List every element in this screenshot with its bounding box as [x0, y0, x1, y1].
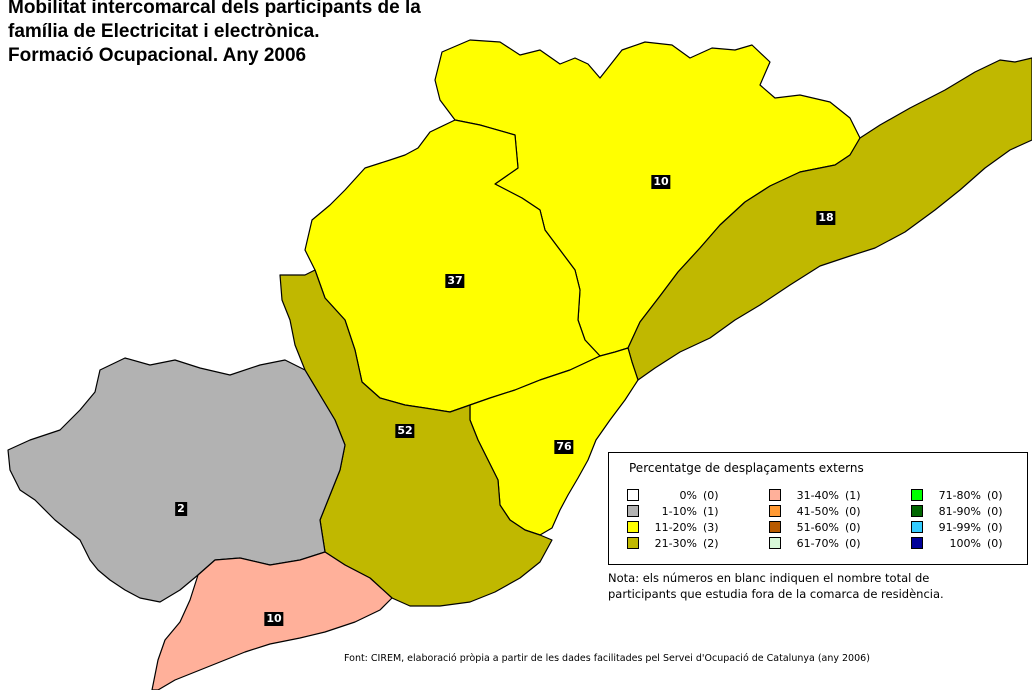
- legend-swatch: [911, 505, 923, 517]
- region-badge-north-east: 10: [651, 175, 671, 189]
- legend-item: 81-90% (0): [911, 503, 1032, 519]
- legend-range: 91-99%: [938, 520, 981, 534]
- region-badge-northwest-central: 37: [445, 274, 465, 288]
- legend-range: 71-80%: [938, 488, 981, 502]
- legend-item: 100% (0): [911, 535, 1032, 551]
- legend-count: (3): [703, 520, 719, 534]
- legend-range: 61-70%: [796, 536, 839, 550]
- legend-item: 1-10% (1): [627, 503, 769, 519]
- legend-swatch: [769, 521, 781, 533]
- legend-count: (0): [987, 536, 1003, 550]
- map-title: Mobilitat intercomarcal dels participant…: [8, 0, 421, 68]
- legend-count: (1): [845, 488, 861, 502]
- note-line-2: participants que estudia fora de la coma…: [608, 587, 944, 601]
- legend-item: 61-70% (0): [769, 535, 911, 551]
- legend-range: 81-90%: [938, 504, 981, 518]
- legend-range: 100%: [949, 536, 981, 550]
- legend-item: 71-80% (0): [911, 487, 1032, 503]
- legend: Percentatge de desplaçaments externs 0% (…: [608, 452, 1028, 565]
- legend-item: 11-20% (3): [627, 519, 769, 535]
- legend-title: Percentatge de desplaçaments externs: [629, 461, 864, 475]
- region-badge-south: 10: [264, 612, 284, 626]
- title-line-3: Formació Ocupacional. Any 2006: [8, 45, 307, 66]
- region-badge-central-south: 52: [395, 424, 415, 438]
- legend-swatch: [627, 489, 639, 501]
- title-line-1: Mobilitat intercomarcal dels participant…: [8, 0, 421, 18]
- legend-item: 91-99% (0): [911, 519, 1032, 535]
- legend-range: 21-30%: [654, 536, 697, 550]
- legend-count: (0): [845, 504, 861, 518]
- legend-count: (1): [703, 504, 719, 518]
- legend-item: 0% (0): [627, 487, 769, 503]
- legend-item: 41-50% (0): [769, 503, 911, 519]
- region-badge-central-coast: 76: [554, 440, 574, 454]
- legend-grid: 0% (0) 31-40% (1) 71-80% (0) 1-10% (1) 41-50% (0)…: [627, 487, 1032, 551]
- legend-swatch: [769, 537, 781, 549]
- legend-count: (0): [845, 520, 861, 534]
- region-badge-coastal-northeast: 18: [816, 211, 836, 225]
- legend-swatch: [627, 505, 639, 517]
- legend-range: 41-50%: [796, 504, 839, 518]
- legend-item: 51-60% (0): [769, 519, 911, 535]
- legend-swatch: [627, 537, 639, 549]
- legend-swatch: [911, 537, 923, 549]
- note: Nota: els números en blanc indiquen el n…: [608, 570, 944, 602]
- legend-item: 21-30% (2): [627, 535, 769, 551]
- legend-range: 51-60%: [796, 520, 839, 534]
- note-line-1: Nota: els números en blanc indiquen el n…: [608, 571, 930, 585]
- title-line-2: família de Electricitat i electrònica.: [8, 21, 320, 42]
- legend-count: (0): [987, 520, 1003, 534]
- legend-swatch: [769, 505, 781, 517]
- legend-swatch: [627, 521, 639, 533]
- legend-count: (0): [703, 488, 719, 502]
- legend-swatch: [911, 489, 923, 501]
- legend-range: 1-10%: [661, 504, 697, 518]
- legend-count: (0): [987, 504, 1003, 518]
- legend-range: 0%: [679, 488, 697, 502]
- legend-count: (0): [845, 536, 861, 550]
- region-badge-west: 2: [175, 502, 187, 516]
- legend-item: 31-40% (1): [769, 487, 911, 503]
- source-credit: Font: CIREM, elaboració pròpia a partir …: [344, 653, 870, 664]
- legend-count: (0): [987, 488, 1003, 502]
- legend-range: 31-40%: [796, 488, 839, 502]
- legend-count: (2): [703, 536, 719, 550]
- legend-swatch: [769, 489, 781, 501]
- legend-range: 11-20%: [654, 520, 697, 534]
- legend-swatch: [911, 521, 923, 533]
